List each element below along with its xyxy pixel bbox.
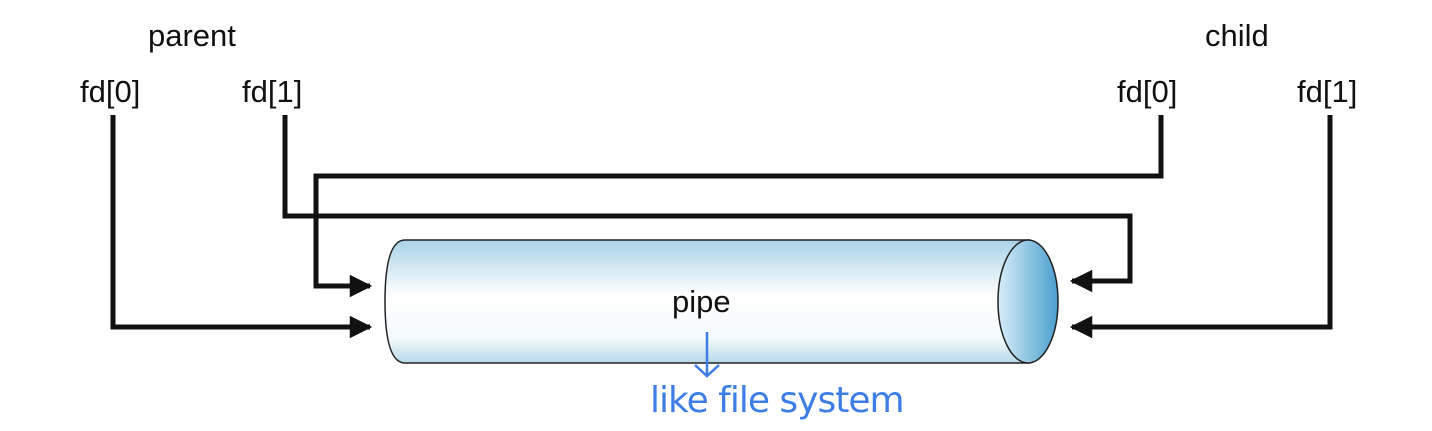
parent-fd0-label: fd[0] (80, 74, 140, 109)
parent-fd1-label: fd[1] (242, 74, 302, 109)
child-fd0-wire (313, 115, 1164, 298)
pipe-label: pipe (672, 284, 731, 319)
parent-fd0-wire (110, 115, 373, 339)
annotation-arrow-icon (694, 332, 720, 378)
child-fd0-label: fd[0] (1117, 74, 1177, 109)
annotation-text: like file system (650, 380, 904, 421)
child-fd1-label: fd[1] (1297, 74, 1357, 109)
parent-label: parent (148, 18, 236, 53)
parent-fd1-wire (282, 115, 1133, 293)
child-fd1-wire (1069, 115, 1333, 339)
child-label: child (1205, 18, 1269, 53)
pipe-cylinder (384, 239, 1059, 364)
